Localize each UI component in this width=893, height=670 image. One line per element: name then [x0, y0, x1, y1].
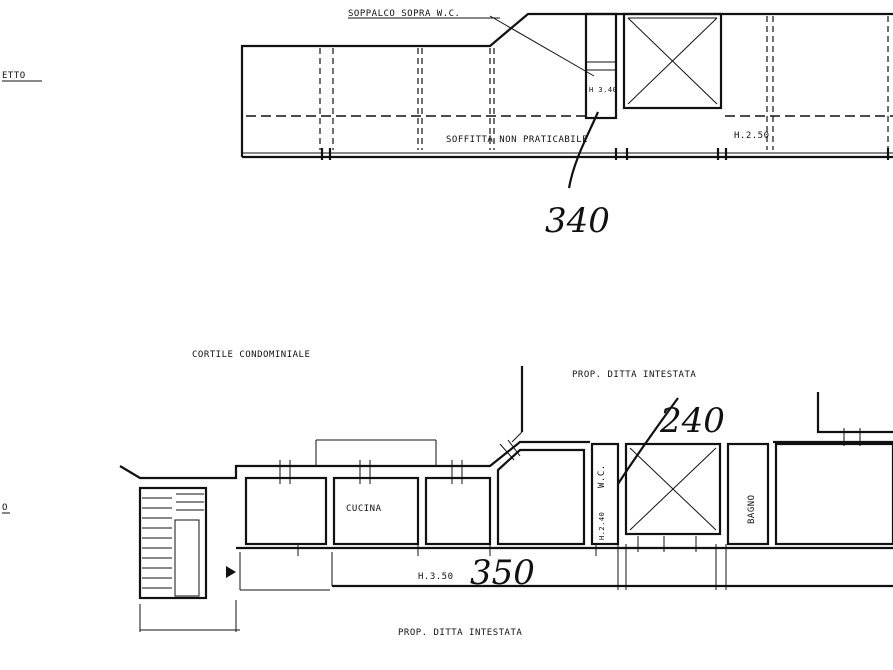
lower-staircase [138, 486, 208, 600]
upper-small-height-label: H 3.40 [589, 86, 617, 94]
upper-340-leader [567, 111, 600, 189]
lower-handwritten-350: 350 [470, 553, 535, 593]
upper-handwritten-number: 340 [545, 201, 610, 241]
entrance-arrow-icon [226, 566, 236, 578]
lower-room-bath [726, 442, 770, 546]
lower-room-kitchen [332, 476, 420, 546]
lower-lift-box [624, 442, 722, 536]
lower-240-leader [617, 397, 679, 485]
upper-mezzanine-label: SOPPALCO SOPRA W.C. [348, 9, 460, 19]
owner-bottom-label: PROP. DITTA INTESTATA [398, 628, 522, 638]
bath-label: BAGNO [747, 494, 757, 524]
lower-handwritten-240: 240 [659, 401, 725, 441]
lower-height-label: H.3.50 [418, 572, 454, 582]
upper-lift-box [622, 12, 723, 110]
upper-side-label: ETTO [2, 71, 26, 81]
stair-treads [142, 493, 204, 589]
lower-room-4 [496, 448, 586, 546]
upper-mezzanine-leader [489, 15, 595, 77]
lower-side-label: O [2, 503, 8, 513]
lower-small-height-label: H.2.40 [598, 512, 606, 540]
lower-plan: O CORTILE CONDOMINIALE PROP. DITTA INTES… [2, 350, 893, 638]
upper-plan: ETTO SOPPALCO SOPRA W.C. SOFFITTA NON PR… [2, 9, 893, 241]
lower-room-1 [244, 476, 328, 546]
upper-attic-label: SOFFITTA NON PRATICABILE [446, 135, 588, 145]
upper-dashed-posts [319, 16, 889, 150]
upper-height-label: H.2.50 [734, 131, 770, 141]
kitchen-label: CUCINA [346, 504, 382, 514]
owner-top-label: PROP. DITTA INTESTATA [572, 370, 696, 380]
upper-wc-shaft [584, 12, 618, 120]
lower-plan-top-outline [119, 440, 590, 480]
courtyard-label: CORTILE CONDOMINIALE [192, 350, 310, 360]
lower-room-3 [424, 476, 492, 546]
lower-room-wc [590, 442, 620, 546]
wc-label: W.C. [597, 464, 607, 488]
lower-opening-ticks [279, 428, 861, 590]
lower-room-right [774, 442, 893, 546]
